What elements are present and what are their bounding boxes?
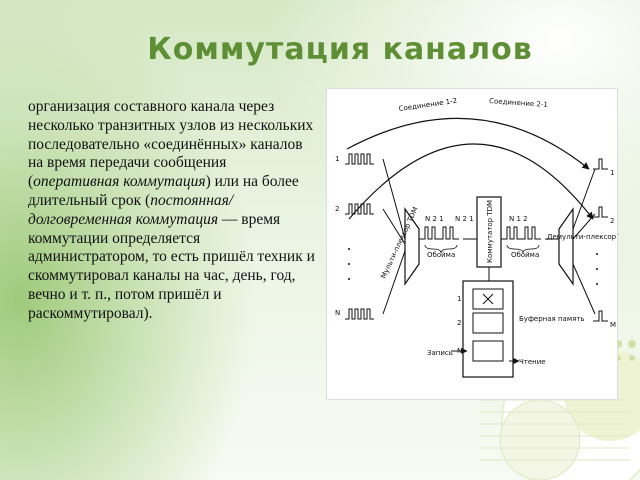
tdm-switching-diagram: Соединение 1-2 Соединение 2-1 1 2 N Муль… <box>326 88 619 400</box>
demux-shape <box>558 207 574 286</box>
right-output-2: 2 <box>610 217 614 225</box>
text-part-1: организация составного канала через неск… <box>28 98 314 191</box>
buffer-memory-box <box>462 280 514 378</box>
left-input-2: 2 <box>335 205 339 213</box>
right-output-signals <box>593 158 608 322</box>
frame-brace-right <box>506 244 540 254</box>
left-input-n: N <box>335 309 340 317</box>
buffer-cell-2: 2 <box>457 319 461 327</box>
right-output-1: 1 <box>610 169 614 177</box>
left-frame-signal <box>419 226 459 240</box>
write-label: Запись <box>427 349 453 357</box>
connection-arc-1-2 <box>346 117 590 170</box>
slide-title: Коммутация каналов <box>147 32 533 67</box>
switch-box <box>476 196 502 268</box>
mux-shape <box>404 207 420 286</box>
text-part-5: — время коммутации определяется админист… <box>28 210 315 322</box>
slot-label-left-2: N 2 1 <box>455 215 474 223</box>
frame-label-left: Обойма <box>427 251 455 259</box>
read-label: Чтение <box>519 358 546 366</box>
buffer-label: Буферная память <box>519 315 585 323</box>
mux-lines <box>382 158 406 315</box>
label-connection-2-1: Соединение 2-1 <box>489 97 548 109</box>
right-ellipsis <box>596 253 598 285</box>
demux-label: Демульти-плексор TDM <box>547 233 619 241</box>
slide-body-text: организация составного канала через неск… <box>28 98 318 324</box>
connection-arc-2-1 <box>348 143 594 220</box>
left-input-signals <box>345 153 374 320</box>
text-operational-switching: оперативная коммутация <box>33 173 206 191</box>
buffer-cell-1: 1 <box>457 295 461 303</box>
text-part-3: ) или на более длительный срок ( <box>28 173 299 209</box>
demux-lines <box>572 168 596 315</box>
left-ellipsis <box>348 248 350 280</box>
buffer-cells <box>472 288 504 362</box>
left-input-1: 1 <box>335 155 339 163</box>
tdm-diagram-svg: Соединение 1-2 Соединение 2-1 1 2 N Муль… <box>335 97 619 378</box>
slot-label-right: N 1 2 <box>509 215 528 223</box>
text-permanent-switching: постоянная/долговременная коммутация <box>28 191 234 228</box>
label-connection-1-2: Соединение 1-2 <box>398 97 457 113</box>
frame-brace-left <box>424 244 458 254</box>
right-output-m: M <box>610 321 616 329</box>
slot-label-left: N 2 1 <box>425 215 444 223</box>
switch-label: Коммутатор TDM <box>486 200 494 263</box>
frame-label-right: Обойма <box>511 251 539 259</box>
right-frame-signal <box>501 226 541 240</box>
